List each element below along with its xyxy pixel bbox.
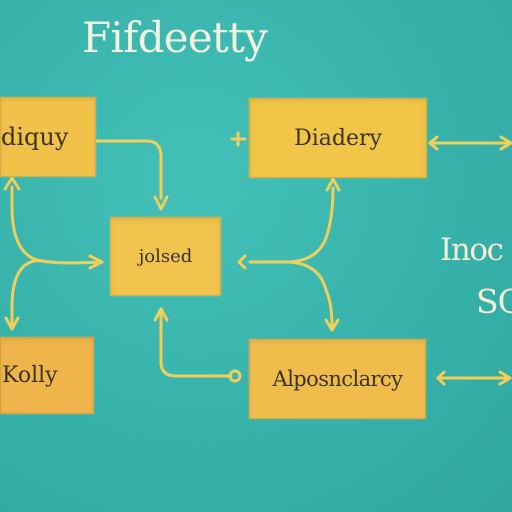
side-text-line-2: SC xyxy=(476,282,512,321)
node-bottom-right-label: Alposnclarcy xyxy=(272,367,403,391)
arrowhead-center-left xyxy=(237,254,247,270)
connector-left-loop-bottom xyxy=(10,259,48,331)
arrowhead-bottom-right-exit xyxy=(498,370,512,386)
diagram-title: Fifdeetty xyxy=(82,13,268,62)
arrowhead-top-right-exit xyxy=(499,135,512,151)
connector-node-dot xyxy=(228,369,242,383)
arrowhead-bottom-right-start xyxy=(436,370,446,386)
side-text-line-1: Inoc xyxy=(440,232,504,268)
arrowhead-bottom-right xyxy=(324,318,340,332)
node-center-label: jolsed xyxy=(138,246,193,267)
arrowhead-center-up xyxy=(153,307,169,322)
connector-center-to-bottom-right xyxy=(283,260,334,329)
connector-center-down-to-bottom-right xyxy=(159,307,233,378)
arrowhead-top-right xyxy=(325,177,341,192)
arrowhead-top-right-start xyxy=(428,135,439,151)
arrowhead-left-top-to-center xyxy=(153,195,169,211)
node-left-top-label: diquy xyxy=(1,123,69,151)
arrowhead-left-top xyxy=(3,176,21,191)
arrowhead-left-loop-bottom xyxy=(4,316,20,331)
connector-center-to-top-right xyxy=(248,186,335,264)
node-top-right: Diadery xyxy=(249,98,427,178)
node-left-top: diquy xyxy=(0,97,96,177)
connector-left-loop-top xyxy=(10,185,104,265)
node-left-bottom: Kolly xyxy=(0,337,94,414)
node-center: jolsed xyxy=(110,217,221,296)
arrowhead-left-loop-top xyxy=(88,254,104,270)
node-top-right-label: Diadery xyxy=(294,125,382,151)
node-bottom-right: Alposnclarcy xyxy=(249,339,426,419)
node-left-bottom-label: Kolly xyxy=(2,363,58,388)
connector-left-top-to-center xyxy=(94,139,163,200)
